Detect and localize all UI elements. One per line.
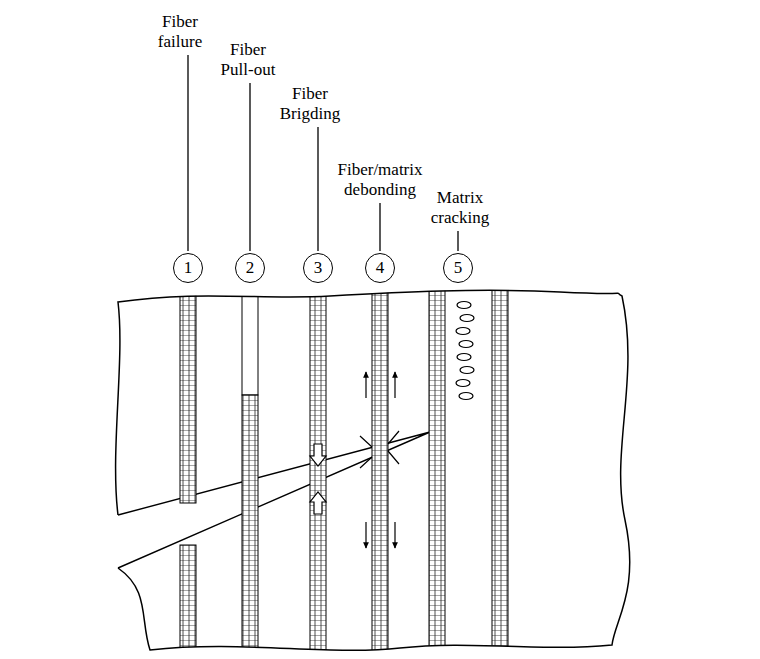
callout-circle: 4 [365,253,395,283]
callout-circle: 5 [443,253,473,283]
callout-label: Matrix cracking [428,188,492,228]
callout-number: 2 [246,259,255,277]
leader-line [379,203,380,251]
callout-circle: 1 [173,253,203,283]
fiber [492,280,508,659]
specimen-outline [116,290,630,650]
callout-circle: 2 [235,253,265,283]
leader-line [317,127,318,251]
fibers [180,280,508,659]
bridging-arrow-up [310,492,326,514]
callout-number: 1 [184,259,193,277]
pulled-fiber [242,395,258,659]
fiber [429,280,445,659]
callout-circle: 3 [303,253,333,283]
callout-label: Fiber Brigding [277,84,343,124]
callout-label: Fiber Pull-out [215,40,281,80]
bridging-arrow-down [310,444,326,466]
leader-line [457,231,458,251]
callout-label: Fiber/matrix debonding [334,160,426,200]
leader-lines [188,55,458,251]
debond-wedges [360,431,399,468]
broken-fiber-upper [180,280,196,503]
callout-label: Fiber failure [150,12,210,52]
bridging-fiber [310,280,326,659]
matrix-microcracks [456,302,474,400]
shear-arrows [366,372,395,548]
callout-number: 5 [454,259,463,277]
broken-fiber-lower [180,545,196,659]
callout-number: 4 [376,259,385,277]
callout-number: 3 [314,259,323,277]
leader-line [249,83,250,251]
leader-line [187,55,188,251]
debonding-fiber [372,280,388,659]
